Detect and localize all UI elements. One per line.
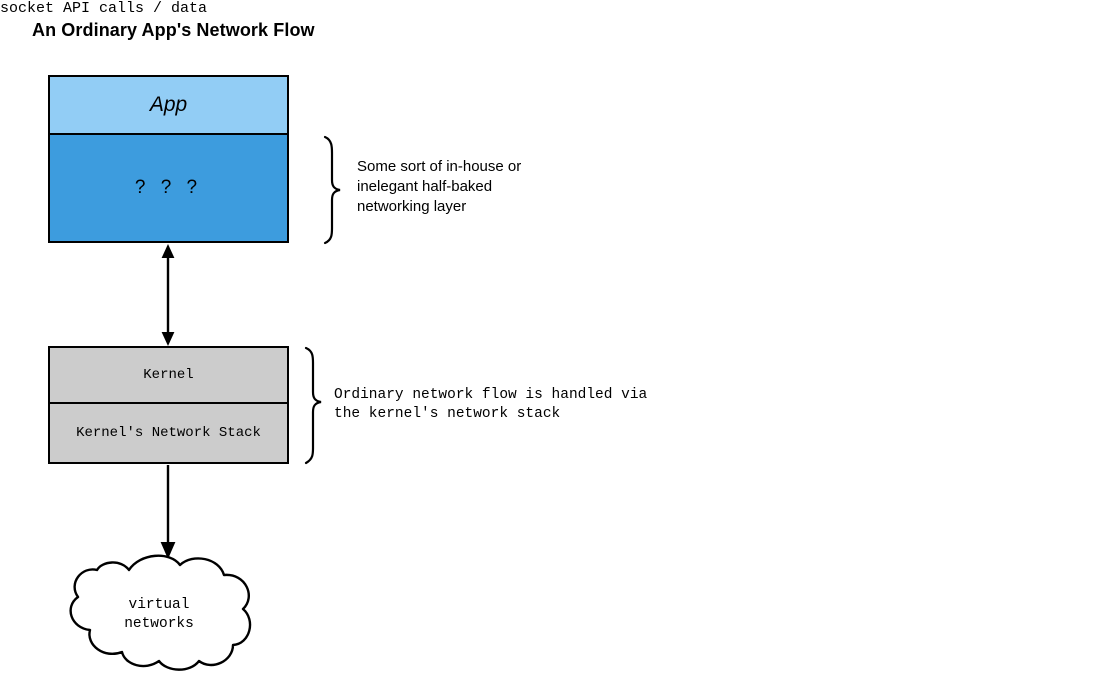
socket-arrow-label: socket API calls / data — [0, 0, 208, 17]
kernel-box-label: Kernel — [143, 367, 194, 383]
app-box: App — [50, 77, 287, 135]
socket-arrow — [161, 244, 175, 346]
app-box-label: App — [149, 93, 188, 116]
app-stack: App ? ? ? — [48, 75, 289, 243]
app-brace — [323, 135, 341, 245]
unknown-networking-layer-label: ? ? ? — [134, 177, 203, 198]
virtual-networks-cloud — [69, 554, 252, 671]
kernel-stack: Kernel Kernel's Network Stack — [48, 346, 289, 464]
page-title: An Ordinary App's Network Flow — [32, 20, 315, 40]
kernel-network-stack-label: Kernel's Network Stack — [76, 425, 261, 441]
kernel-network-stack-box: Kernel's Network Stack — [50, 404, 287, 462]
kernel-brace — [304, 346, 322, 465]
app-brace-annotation: Some sort of in-house or inelegant half-… — [357, 158, 522, 215]
kernel-box: Kernel — [50, 348, 287, 404]
cloud-label: virtual networks — [124, 597, 194, 632]
kernel-brace-annotation: Ordinary network flow is handled via the… — [334, 387, 648, 422]
unknown-networking-layer-box: ? ? ? — [50, 135, 287, 241]
kernel-to-cloud-arrow — [160, 465, 176, 559]
